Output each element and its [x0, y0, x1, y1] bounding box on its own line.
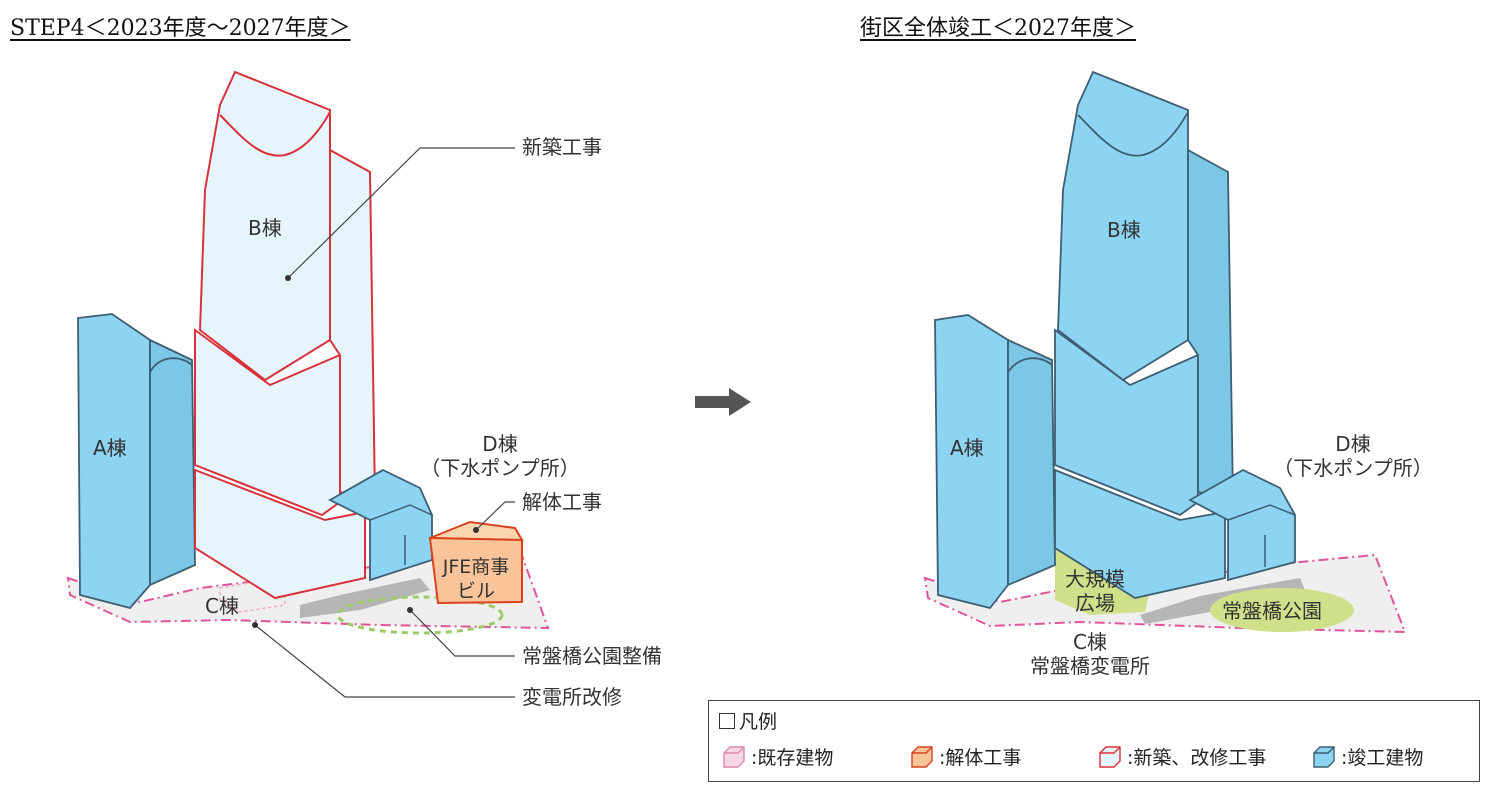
legend-label-completed: :竣工建物: [1341, 747, 1424, 769]
right-building-b-tower-side: [1187, 148, 1234, 502]
right-label-building-d-sub: （下水ポンプ所）: [1273, 456, 1433, 480]
left-label-building-d-name: D棟: [482, 432, 518, 456]
callout-park-development: 常盤橋公園整備: [522, 644, 662, 668]
right-label-plaza-line1: 大規模: [1065, 567, 1125, 591]
left-building-b-tower-side: [329, 148, 377, 502]
legend-label-new: :新築、改修工事: [1127, 747, 1267, 769]
callout-line-park: [409, 609, 515, 657]
title-step4: STEP4＜2023年度～2027年度＞: [10, 16, 351, 41]
legend-label-existing: :既存建物: [751, 747, 834, 769]
right-park: [1210, 588, 1354, 632]
legend-label-demolition: :解体工事: [939, 747, 1022, 769]
right-building-b-roof: [1077, 111, 1189, 157]
callout-dot-demo: [473, 527, 479, 533]
callout-substation-renovation: 変電所改修: [522, 685, 622, 709]
right-label-plaza: 大規模 広場: [1045, 567, 1145, 615]
legend-cube-existing-icon: [723, 746, 745, 768]
right-label-building-a: A棟: [950, 436, 984, 460]
right-label-building-b: B棟: [1107, 218, 1141, 242]
right-label-building-d-name: D棟: [1335, 432, 1371, 456]
right-diagram: [923, 70, 1407, 634]
legend-cube-completed-icon: [1313, 746, 1335, 768]
right-building-d: [1188, 468, 1296, 582]
legend-item-completed: :竣工建物: [1311, 743, 1423, 770]
legend-head: 凡例: [719, 707, 777, 734]
transition-arrow-icon: [695, 388, 751, 416]
left-building-a-notch: [149, 357, 193, 373]
left-label-building-b: B棟: [248, 216, 282, 240]
right-building-b-podium: [1054, 468, 1226, 599]
left-jfe-body: [428, 536, 523, 605]
left-label-building-d-sub: （下水ポンプ所）: [420, 456, 580, 480]
left-building-d-edge: [369, 504, 433, 565]
left-label-building-d: D棟 （下水ポンプ所）: [410, 432, 590, 480]
left-building-c-outline: [219, 579, 286, 613]
right-building-d-edge: [1227, 504, 1296, 567]
legend-item-new: :新築、改修工事: [1097, 743, 1266, 770]
callout-dot-sub: [252, 622, 258, 628]
right-label-building-d: D棟 （下水ポンプ所）: [1263, 432, 1443, 480]
callout-line-new: [287, 147, 515, 279]
callout-dot-new: [285, 275, 291, 281]
left-label-building-a: A棟: [93, 436, 127, 460]
right-building-a-notch: [1007, 357, 1053, 373]
left-diagram: [66, 70, 550, 698]
callout-new-construction: 新築工事: [522, 135, 602, 159]
callout-dot-park: [407, 607, 413, 613]
legend-cube-demolition-icon: [911, 746, 933, 768]
callout-demolition: 解体工事: [522, 490, 602, 514]
legend-item-existing: :既存建物: [721, 743, 833, 770]
right-label-building-c-name: C棟: [1073, 630, 1107, 654]
right-label-plaza-line2: 広場: [1075, 591, 1115, 615]
right-label-building-c-sub: 常盤橋変電所: [1030, 654, 1150, 678]
callout-line-demo: [475, 501, 515, 531]
left-building-b-roof: [219, 111, 331, 157]
left-label-jfe: JFE商事 ビル: [428, 555, 524, 603]
right-building-a-front: [934, 314, 1009, 610]
legend-item-demolition: :解体工事: [909, 743, 1021, 770]
legend-title: 凡例: [739, 711, 778, 733]
title-completion: 街区全体竣工＜2027年度＞: [860, 16, 1136, 41]
left-park-outline: [336, 595, 504, 635]
right-label-park: 常盤橋公園: [1222, 599, 1322, 623]
left-building-a-front: [77, 313, 151, 610]
legend: 凡例 :既存建物 :解体工事 :新築、改修工事 :竣工建物: [708, 700, 1480, 782]
callout-line-sub: [254, 624, 515, 698]
legend-cube-new-icon: [1099, 746, 1121, 768]
right-building-a-side: [1007, 338, 1056, 587]
legend-square-icon: [719, 713, 735, 729]
left-building-a-side: [149, 338, 196, 587]
left-building-b-podium: [194, 468, 366, 600]
left-label-building-c: C棟: [205, 594, 239, 618]
left-label-jfe-line2: ビル: [456, 580, 495, 602]
left-road: [300, 578, 430, 618]
left-label-jfe-line1: JFE商事: [442, 556, 510, 578]
right-label-building-c: C棟 常盤橋変電所: [1000, 630, 1180, 678]
